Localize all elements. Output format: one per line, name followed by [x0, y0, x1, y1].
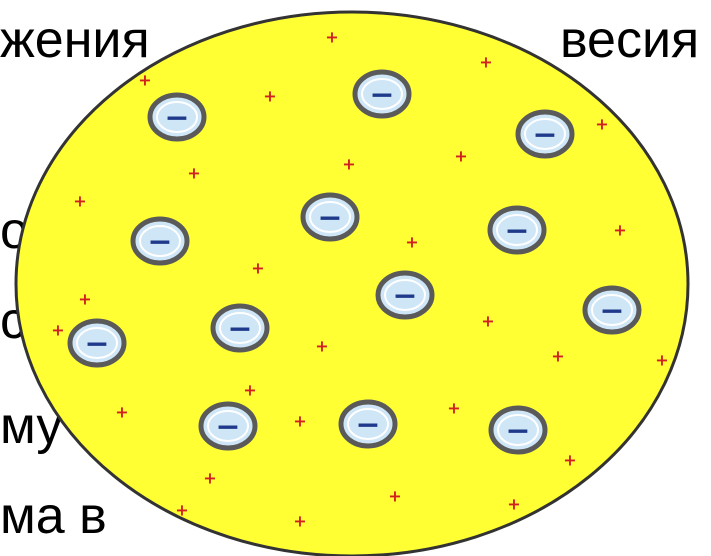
positive-charge: +: [203, 469, 216, 488]
positive-charge: +: [115, 403, 128, 422]
positive-charge: +: [263, 87, 276, 106]
electron-minus-sign: −: [164, 101, 189, 136]
electron-minus-sign: −: [84, 327, 109, 362]
electron-minus-sign: −: [227, 312, 252, 347]
electron-minus-sign: −: [369, 78, 394, 113]
electron: −: [518, 112, 572, 156]
positive-charge: +: [655, 351, 668, 370]
electron-minus-sign: −: [392, 279, 417, 314]
electron: −: [150, 95, 204, 139]
electron: −: [133, 219, 187, 263]
positive-charge: +: [73, 192, 86, 211]
positive-charge: +: [293, 412, 306, 431]
electron: −: [70, 321, 124, 365]
electron: −: [585, 288, 639, 332]
positive-charge: +: [595, 115, 608, 134]
positive-charge: +: [315, 337, 328, 356]
electron: −: [378, 273, 432, 317]
electron: −: [303, 195, 357, 239]
electron-minus-sign: −: [532, 118, 557, 153]
electron-minus-sign: −: [504, 214, 529, 249]
positive-charge: +: [454, 147, 467, 166]
electron-minus-sign: −: [505, 414, 530, 449]
electron-minus-sign: −: [147, 225, 172, 260]
positive-charge: +: [388, 487, 401, 506]
positive-charge: +: [293, 512, 306, 531]
positive-charge: +: [481, 312, 494, 331]
positive-charge: +: [251, 259, 264, 278]
electron: −: [201, 404, 255, 448]
positive-charge: +: [447, 399, 460, 418]
electron: −: [490, 208, 544, 252]
positive-charge: +: [563, 451, 576, 470]
positive-sphere: [16, 12, 688, 556]
electron-minus-sign: −: [599, 294, 624, 329]
positive-charge: +: [187, 164, 200, 183]
positive-charge: +: [138, 71, 151, 90]
electron-minus-sign: −: [317, 201, 342, 236]
electron-minus-sign: −: [355, 408, 380, 443]
positive-charge: +: [325, 28, 338, 47]
electron: −: [213, 306, 267, 350]
positive-charge: +: [175, 501, 188, 520]
positive-charge: +: [507, 495, 520, 514]
electron: −: [341, 402, 395, 446]
positive-charge: +: [613, 221, 626, 240]
positive-charge: +: [405, 233, 418, 252]
electron: −: [491, 408, 545, 452]
positive-charge: +: [479, 53, 492, 72]
positive-charge: +: [78, 290, 91, 309]
electron: −: [355, 72, 409, 116]
positive-charge: +: [551, 347, 564, 366]
positive-charge: +: [342, 155, 355, 174]
electron-minus-sign: −: [215, 410, 240, 445]
positive-charge: +: [51, 321, 64, 340]
positive-charge: +: [243, 381, 256, 400]
